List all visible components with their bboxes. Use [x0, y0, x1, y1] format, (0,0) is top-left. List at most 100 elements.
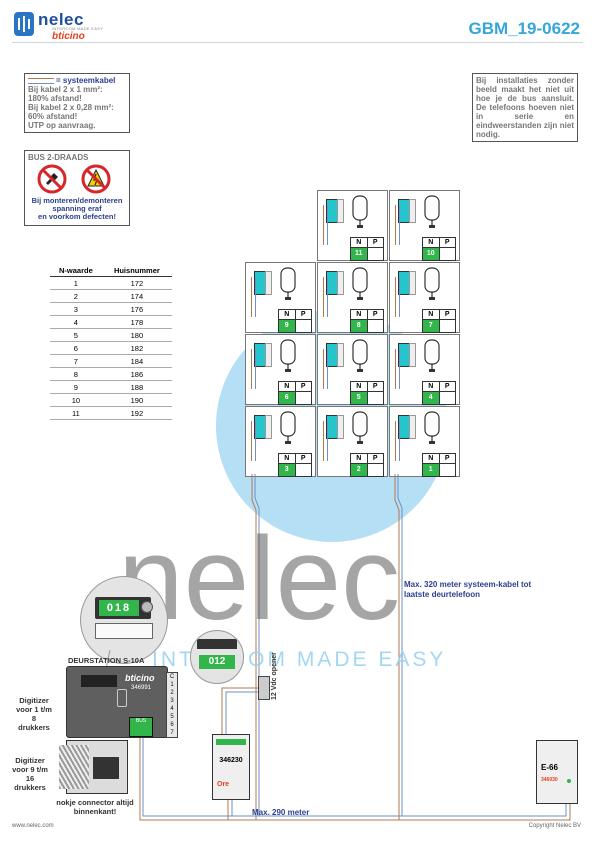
n-value: 11	[351, 248, 367, 260]
n-value-cell: 6	[50, 341, 102, 355]
power-brand: Ore	[217, 781, 230, 788]
terminal-label	[337, 199, 344, 223]
speaker-icon	[117, 689, 127, 707]
handset-icon	[352, 195, 368, 228]
legend-title: = systeemkabel	[56, 76, 116, 85]
n-value-cell: 5	[50, 328, 102, 342]
handset-icon	[424, 267, 440, 300]
phone-wire	[323, 277, 328, 317]
cable-legend: = systeemkabel Bij kabel 2 x 1 mm²: 180%…	[24, 73, 130, 133]
p-label: P	[438, 382, 456, 391]
brand-tagline: INTERCOM MADE EASY	[52, 26, 104, 31]
phone-wire	[251, 421, 256, 461]
n-value: 3	[279, 464, 295, 476]
n-value-cell: 1	[50, 276, 102, 290]
bus-warning-title: BUS 2-DRAADS	[28, 153, 89, 162]
n-value: 5	[351, 392, 367, 404]
n-value: 10	[423, 248, 439, 260]
house-number-cell: 180	[101, 328, 172, 342]
footer-website: www.nelec.com	[12, 823, 54, 829]
door-display-zoom: 018	[80, 576, 168, 664]
handset-icon	[280, 267, 296, 300]
bus-warning: BUS 2-DRAADS Bij monteren/demonteren spa…	[24, 150, 130, 226]
bus-warning-line: Bij monteren/demonteren	[31, 196, 123, 205]
brand-logo-icon	[14, 12, 34, 36]
n-label: N	[428, 311, 434, 318]
table-header-house: Huisnummer	[101, 265, 172, 277]
p-label: P	[294, 454, 312, 463]
terminal-label	[337, 271, 344, 295]
digitizer-2-label: Digitizer voor 9 t/m 16 drukkers	[12, 756, 48, 792]
e66-module: E-66 346030	[536, 740, 578, 804]
terminal-label	[409, 343, 416, 367]
info-note: Bij installaties zonder beeld maakt het …	[472, 73, 578, 142]
house-number-cell: 172	[101, 276, 172, 290]
n-label: N	[428, 383, 434, 390]
phone-wire	[395, 205, 400, 245]
connector-note: nokje connector altijd binnenkant!	[56, 798, 134, 816]
house-number-cell: 190	[101, 393, 172, 407]
house-number-cell: 176	[101, 302, 172, 316]
p-label: P	[438, 310, 456, 319]
house-number-cell: 188	[101, 380, 172, 394]
p-label: P	[366, 238, 384, 247]
n-value: 1	[423, 464, 439, 476]
e66-code: 346030	[541, 777, 558, 783]
door-station-label: DEURSTATION S-10A	[68, 656, 145, 665]
house-number-cell: 182	[101, 341, 172, 355]
p-label: P	[294, 310, 312, 319]
no-voltage-icon	[81, 164, 111, 196]
house-number-cell: 184	[101, 354, 172, 368]
p-label: P	[438, 454, 456, 463]
n-label: N	[284, 383, 290, 390]
door-station: bticino 346991 BUS	[66, 666, 168, 738]
legend-line: Bij kabel 2 x 1 mm²:	[28, 85, 103, 94]
terminal-label	[409, 199, 416, 223]
p-label: P	[366, 454, 384, 463]
phone-wire	[323, 349, 328, 389]
house-number-cell: 174	[101, 289, 172, 303]
n-value-cell: 2	[50, 289, 102, 303]
phone-wire	[395, 277, 400, 317]
legend-line: UTP op aanvraag.	[28, 121, 96, 130]
power-module: 346230 Ore	[212, 734, 250, 800]
handset-icon	[280, 411, 296, 444]
terminal-label	[337, 415, 344, 439]
legend-line: 180% afstand!	[28, 94, 82, 103]
handset-icon	[352, 267, 368, 300]
n-value: 6	[279, 392, 295, 404]
n-value-cell: 7	[50, 354, 102, 368]
max-system-label: Max. 320 meter systeem-kabel tot laatste…	[404, 580, 532, 599]
brand-name: nelec	[38, 10, 84, 29]
power-display-zoom: 012	[190, 630, 244, 684]
door-code: 346991	[131, 685, 152, 691]
digitizer-cable	[59, 745, 89, 789]
n-value-cell: 4	[50, 315, 102, 329]
handset-icon	[352, 411, 368, 444]
terminal-label	[265, 415, 272, 439]
display-digits-2: 012	[199, 655, 235, 669]
n-label: N	[284, 311, 290, 318]
